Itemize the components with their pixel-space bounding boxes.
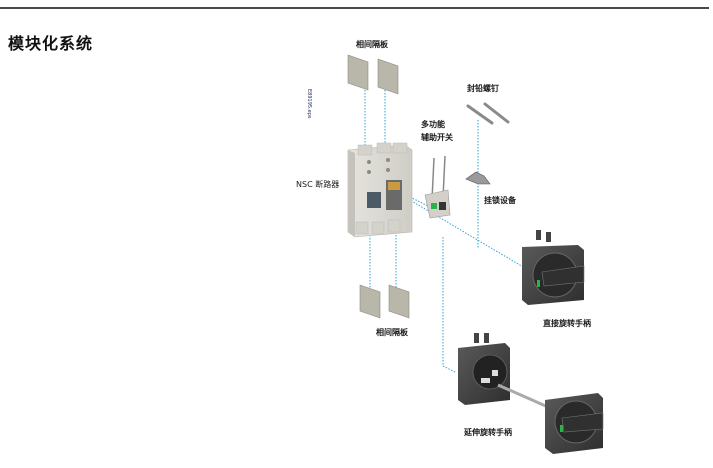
extended-rotary-handle	[458, 333, 604, 454]
nsc-circuit-breaker	[347, 142, 413, 238]
multifunction-aux-switch	[424, 155, 451, 219]
phase-barrier-bottom-right	[388, 284, 410, 319]
padlock-device	[465, 171, 491, 185]
label-phase-barrier-bottom: 相间隔板	[376, 327, 408, 337]
phase-barrier-top-left	[347, 54, 369, 91]
label-breaker: NSC 断路器	[296, 180, 340, 189]
section-title: 模块化系统	[8, 34, 94, 53]
sealing-screws	[466, 102, 510, 125]
label-extended-handle: 延伸旋转手柄	[464, 427, 512, 437]
figure-code: E89195.eps	[306, 89, 312, 119]
top-rule	[0, 7, 709, 9]
label-phase-barrier-top: 相间隔板	[356, 39, 388, 49]
phase-barrier-top-right	[377, 58, 399, 95]
direct-rotary-handle	[522, 230, 585, 305]
label-aux-switch-line1: 多功能	[421, 119, 445, 129]
phase-barrier-bottom-left	[359, 284, 381, 319]
leader-lines	[364, 90, 526, 373]
label-padlock: 挂锁设备	[484, 195, 516, 205]
label-sealing-screw: 封铅螺钉	[467, 83, 499, 93]
label-direct-handle: 直接旋转手柄	[543, 318, 591, 328]
label-aux-switch-line2: 辅助开关	[421, 132, 453, 142]
